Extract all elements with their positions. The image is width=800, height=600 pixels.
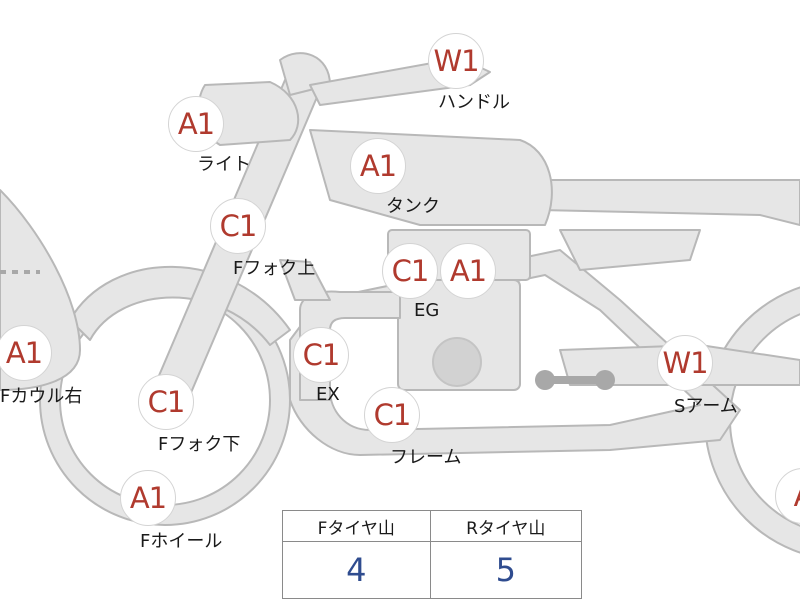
seat [539,179,800,226]
tire-tread-table: Fタイヤ山 Rタイヤ山 4 5 [282,510,583,599]
badge-exhaust[interactable]: C1 [293,327,349,383]
badge-swing-arm[interactable]: W1 [657,335,713,391]
label-headlight: ライト [197,154,251,175]
label-front-fork-lower: Fフォク下 [158,434,241,455]
label-frame: フレーム [390,447,462,468]
label-front-fork-upper: Fフォク上 [233,258,316,279]
label-swing-arm: Sアーム [674,396,738,417]
header-front-tire-tread: Fタイヤ山 [282,510,431,542]
badge-headlight[interactable]: A1 [168,96,224,152]
badge-front-wheel[interactable]: A1 [120,470,176,526]
label-front-cowl-right: Fカウル右 [0,386,83,407]
badge-front-cowl-right[interactable]: A1 [0,325,52,381]
badge-front-fork-lower[interactable]: C1 [138,374,194,430]
label-front-wheel: Fホイール [140,531,223,552]
label-exhaust: EX [316,384,340,405]
badge-frame[interactable]: C1 [364,387,420,443]
label-handlebar: ハンドル [438,92,510,113]
value-front-tire-tread[interactable]: 4 [282,541,431,599]
header-rear-tire-tread: Rタイヤ山 [429,510,583,542]
badge-tank[interactable]: A1 [350,138,406,194]
badge-engine-a[interactable]: A1 [440,243,496,299]
label-engine: EG [414,300,440,321]
label-tank: タンク [386,196,440,217]
badge-front-fork-upper[interactable]: C1 [210,198,266,254]
value-rear-tire-tread[interactable]: 5 [429,541,583,599]
badge-handlebar[interactable]: W1 [428,33,484,89]
badge-engine-c[interactable]: C1 [382,243,438,299]
